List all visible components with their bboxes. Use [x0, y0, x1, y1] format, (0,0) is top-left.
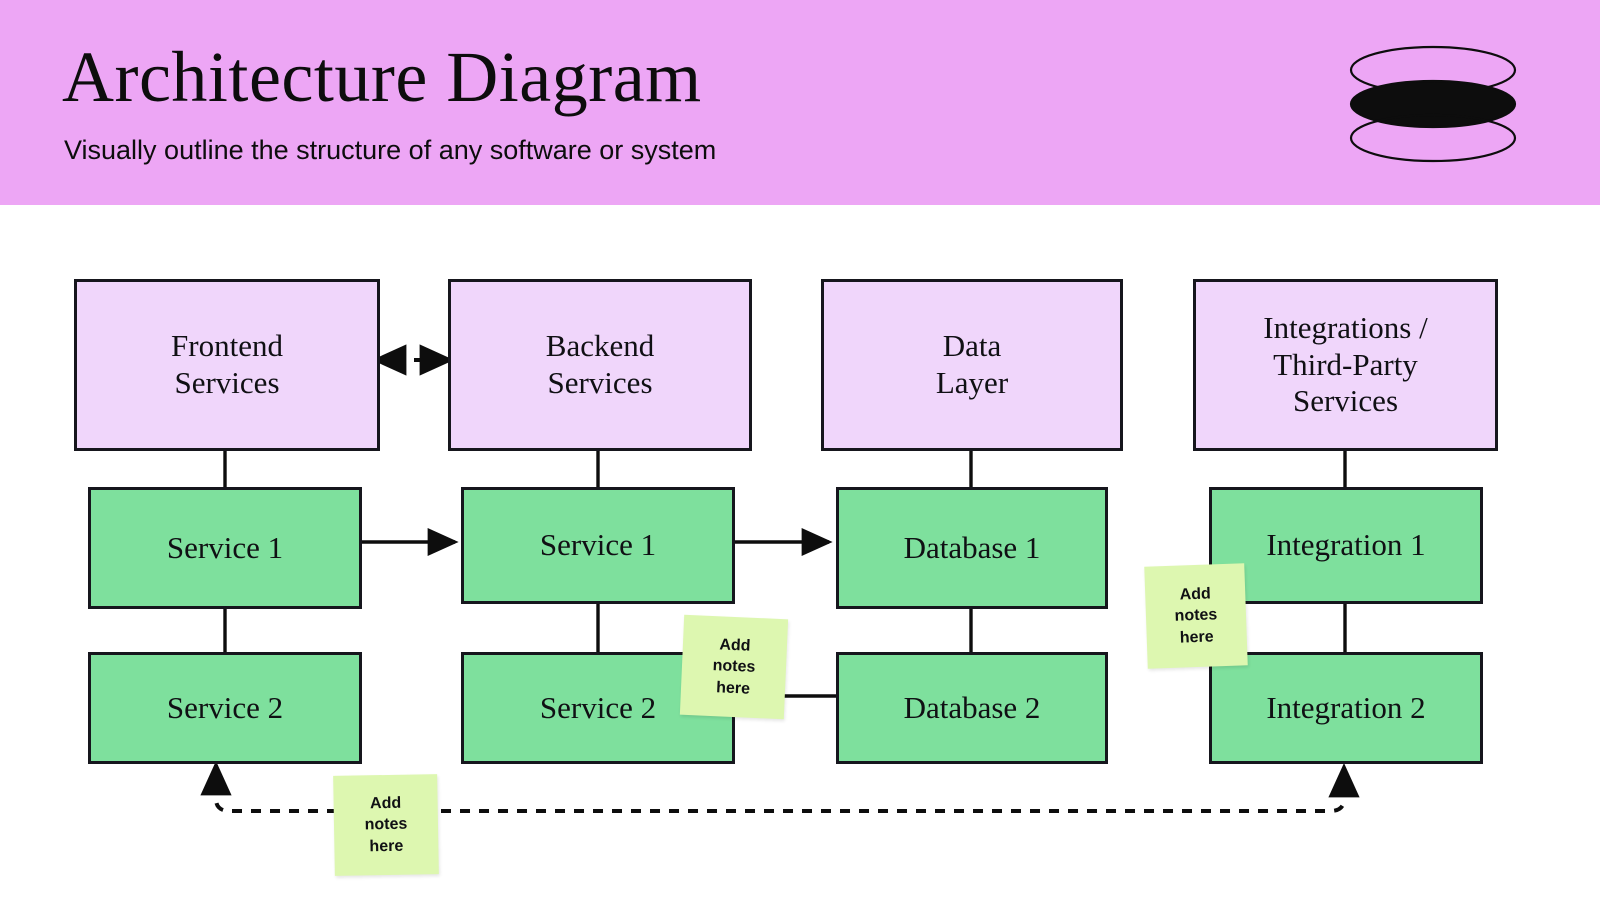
node-label: Database 2 [903, 689, 1041, 725]
group-label-line2: Layer [935, 365, 1009, 400]
page-subtitle: Visually outline the structure of any so… [64, 135, 717, 165]
group-label-line2: Services [547, 365, 653, 400]
node-frontend-service-1[interactable]: Service 1 [88, 487, 362, 609]
group-label-line1: Frontend [171, 328, 283, 364]
group-label-line2: Services [174, 365, 280, 400]
node-label: Service 2 [539, 689, 657, 725]
sticky-line1: Add [719, 635, 751, 655]
group-label-frontend-services: Frontend Services [171, 328, 283, 401]
group-label-integrations: Integrations / Third-Party Services [1263, 310, 1427, 420]
connector-bottom-feedback-loop [200, 761, 1360, 813]
sticky-note-3[interactable]: Add notes here [1144, 563, 1248, 669]
node-frontend-service-2[interactable]: Service 2 [88, 652, 362, 764]
sticky-line2: notes [1174, 606, 1218, 625]
group-label-line1: Backend [545, 328, 655, 364]
logo-ellipse-middle [1349, 79, 1517, 129]
group-label-line2: Third-Party [1273, 346, 1418, 382]
sticky-line1: Add [369, 794, 402, 812]
node-label: Service 1 [166, 529, 284, 565]
node-backend-service-1[interactable]: Service 1 [461, 487, 735, 604]
sticky-note-text: Add notes here [1174, 583, 1219, 649]
group-label-line1: Integrations / [1263, 310, 1428, 346]
node-label: Service 2 [166, 689, 284, 725]
logo-ellipse-bottom [1349, 113, 1517, 163]
group-box-integrations-third-party[interactable]: Integrations / Third-Party Services [1193, 279, 1498, 451]
node-label: Database 1 [903, 529, 1041, 565]
diagram-canvas: Frontend Services Service 1 Service 2 Ba… [0, 205, 1600, 900]
node-database-2[interactable]: Database 2 [836, 652, 1108, 764]
node-label: Integration 2 [1266, 689, 1426, 725]
group-label-data-layer: Data Layer [936, 328, 1008, 401]
group-box-frontend-services[interactable]: Frontend Services [74, 279, 380, 451]
node-database-1[interactable]: Database 1 [836, 487, 1108, 609]
sticky-note-text: Add notes here [711, 634, 756, 701]
sticky-line1: Add [1179, 585, 1212, 604]
sticky-note-1[interactable]: Add notes here [333, 774, 439, 876]
sticky-line2: notes [712, 657, 756, 677]
group-box-backend-services[interactable]: Backend Services [448, 279, 752, 451]
sticky-line3: here [715, 679, 751, 698]
sticky-line3: here [369, 837, 404, 856]
node-label: Service 1 [539, 527, 657, 563]
sticky-line2: notes [364, 815, 408, 834]
group-box-data-layer[interactable]: Data Layer [821, 279, 1123, 451]
group-label-line3: Services [1292, 383, 1399, 419]
sticky-note-text: Add notes here [364, 792, 408, 858]
stacked-ellipses-logo [1349, 45, 1517, 163]
node-label: Integration 1 [1266, 527, 1426, 563]
page-title: Architecture Diagram [62, 37, 702, 117]
sticky-note-2[interactable]: Add notes here [679, 614, 789, 720]
node-integration-2[interactable]: Integration 2 [1209, 652, 1483, 764]
group-label-line1: Data [942, 328, 1002, 364]
sticky-line3: here [1179, 628, 1214, 647]
node-integration-1[interactable]: Integration 1 [1209, 487, 1483, 604]
header-banner: Architecture Diagram Visually outline th… [0, 0, 1600, 205]
group-label-backend-services: Backend Services [546, 328, 654, 401]
